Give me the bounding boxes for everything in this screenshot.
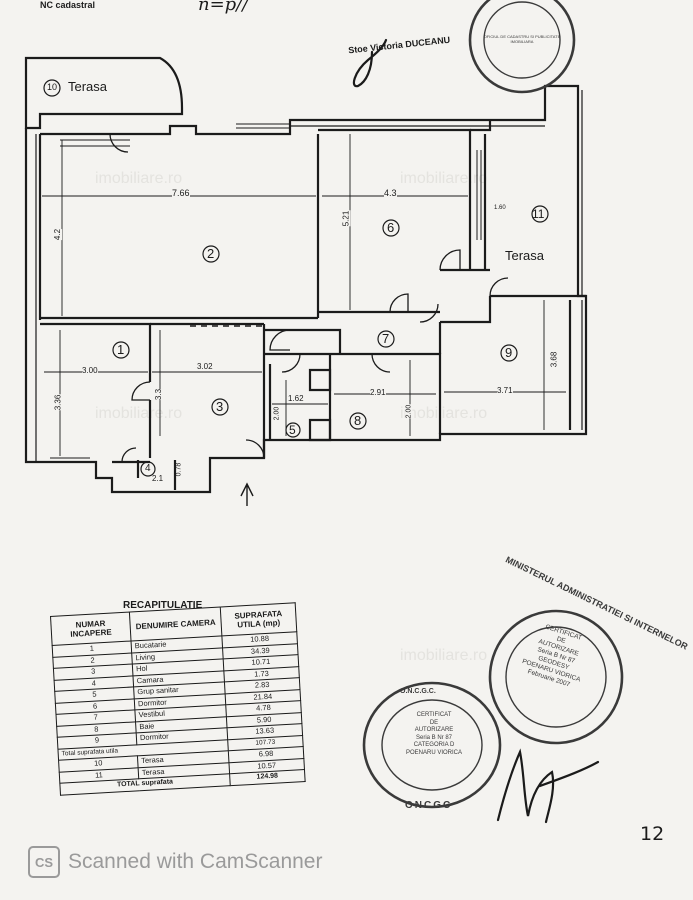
recap-table: NUMAR INCAPERE DENUMIRE CAMERA SUPRAFATA…	[50, 602, 306, 795]
watermark: imobiliare.ro	[95, 170, 183, 187]
dimension-label: 1.62	[288, 394, 304, 403]
stamp-text: OFICIUL DE CADASTRU SI PUBLICITATE IMOBI…	[483, 34, 561, 44]
dimension-label: 2.91	[370, 388, 386, 397]
dimension-label: 3.02	[197, 362, 213, 371]
dimension-label: 3.68	[549, 351, 559, 368]
camscanner-logo-icon: CS	[28, 846, 60, 878]
camscanner-footer: CS Scanned with CamScanner	[28, 846, 322, 878]
room-number: 3	[216, 399, 224, 414]
page-number: 12	[640, 823, 665, 845]
dimension-label: 0.78	[175, 462, 183, 477]
room-label-terasa: Terasa	[68, 79, 108, 94]
watermark: imobiliare.ro	[400, 405, 488, 422]
dimension-label: 3.71	[497, 386, 513, 395]
header-scribble: n=p//	[198, 0, 249, 15]
col-header: SUPRAFATA UTILA (mp)	[220, 602, 297, 636]
col-header: NUMAR INCAPERE	[50, 612, 132, 646]
dimension-label: 3.00	[82, 366, 98, 375]
dimension-label: 7.66	[172, 188, 190, 198]
watermark: imobiliare.ro	[400, 170, 488, 187]
dimension-label: 4.2	[53, 228, 63, 241]
dimension-label: 4.3	[384, 188, 397, 198]
room-number: 1	[117, 342, 125, 357]
recap-title: RECAPITULATIE	[123, 600, 203, 611]
cadastral-note: NC cadastral	[40, 0, 96, 10]
room-number: 8	[354, 413, 362, 428]
room-number: 4	[145, 463, 151, 474]
watermark: imobiliare.ro	[400, 647, 488, 664]
room-number: 2	[207, 246, 215, 261]
room-number: 5	[289, 423, 296, 437]
room-number: 6	[387, 220, 395, 235]
room-number: 9	[505, 345, 513, 360]
stamp-text: O.N.C.G.C.	[400, 688, 436, 695]
room-number: 10	[47, 82, 58, 92]
dimension-label: 3.36	[53, 394, 63, 411]
dimension-label: 2.00	[405, 404, 413, 419]
dimension-label: 1.60	[494, 205, 506, 211]
camscanner-text: Scanned with CamScanner	[68, 850, 323, 873]
dimension-label: 2.00	[273, 406, 281, 421]
room-label-terasa: Terasa	[505, 248, 545, 263]
stamp-text: ONCGC	[405, 800, 453, 811]
room-number: 11	[532, 207, 545, 221]
dimension-label: 5.21	[341, 210, 351, 227]
dimension-label: 2.1	[152, 474, 164, 483]
oncgc-stamp-body: CERTIFICAT DE AUTORIZARE Seria B Nr 87 C…	[405, 712, 462, 756]
room-number: 7	[382, 331, 390, 346]
dimension-label: 3.3	[154, 388, 164, 401]
